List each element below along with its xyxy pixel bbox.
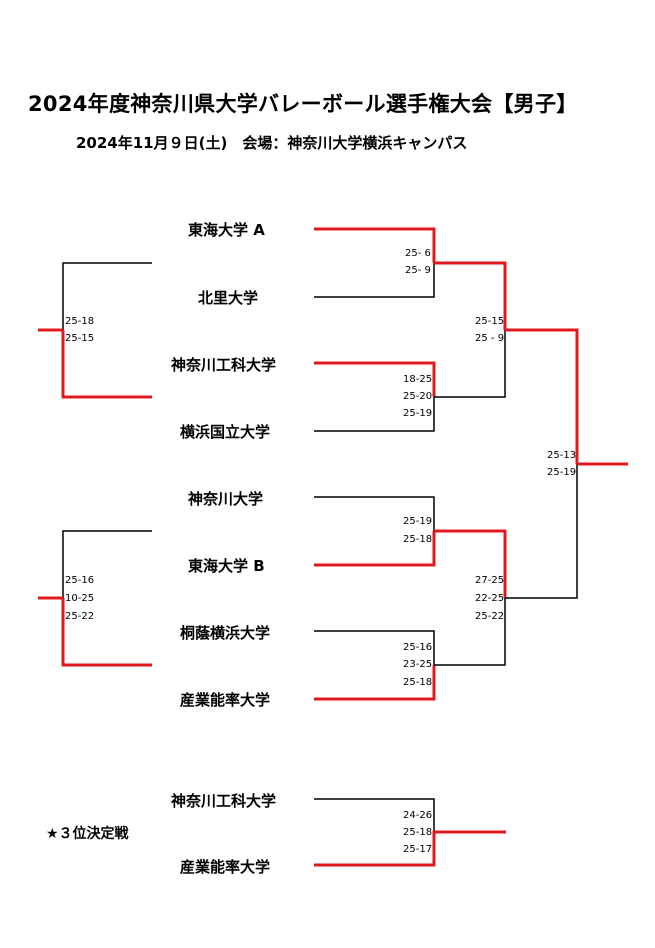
line-playin-a-top	[62, 262, 152, 330]
score-sf2-set2: 22-25	[475, 593, 505, 604]
score-qf2-set3: 25-19	[403, 408, 433, 419]
third-place-label: ★３位決定戦	[46, 826, 129, 842]
team-third-sangyo-noritsu: 産業能率大学	[180, 858, 271, 876]
score-playin-b-set1: 25-16	[65, 575, 95, 586]
team-kanagawa-koka: 神奈川工科大学	[171, 356, 277, 374]
line-sf2-winner	[434, 529, 507, 598]
line-sf1-winner	[434, 261, 507, 330]
score-sf2-set1: 27-25	[475, 575, 505, 586]
score-qf2-set1: 18-25	[403, 374, 433, 385]
line-playin-b-bottom	[61, 598, 152, 667]
score-playin-b-set3: 25-22	[65, 611, 95, 622]
score-qf1-set1: 25- 6	[405, 248, 431, 259]
score-final-set1: 25-13	[547, 450, 577, 461]
score-qf4-set2: 23-25	[403, 659, 433, 670]
line-qf2-loser	[314, 397, 435, 432]
team-third-kanagawa-koka: 神奈川工科大学	[171, 792, 277, 810]
line-qf1-loser	[314, 263, 435, 298]
line-third-winner	[314, 830, 506, 867]
line-playin-a-bottom	[61, 330, 152, 399]
page-subtitle: 2024年11月９日(土) 会場：神奈川大学横浜キャンパス	[76, 134, 468, 152]
line-final-winner	[505, 328, 579, 464]
score-qf4-set3: 25-18	[403, 677, 433, 688]
line-qf3-loser	[314, 496, 435, 531]
score-third-set1: 24-26	[403, 810, 433, 821]
line-qf4-winner	[314, 665, 436, 701]
page-title: 2024年度神奈川県大学バレーボール選手権大会【男子】	[28, 92, 578, 116]
team-sangyo-noritsu: 産業能率大学	[180, 691, 271, 709]
line-sf2-loser	[434, 598, 506, 666]
score-third-set3: 25-17	[403, 844, 433, 855]
team-tokai-b: 東海大学 B	[188, 557, 265, 575]
team-yokohama-kokuritsu: 横浜国立大学	[180, 423, 271, 441]
score-qf4-set1: 25-16	[403, 642, 433, 653]
score-playin-b-set2: 10-25	[65, 593, 95, 604]
team-toin-yokohama: 桐蔭横浜大学	[180, 624, 271, 642]
line-qf1-winner	[314, 227, 436, 263]
line-sf1-loser	[434, 330, 506, 398]
score-qf1-set2: 25- 9	[405, 265, 431, 276]
score-sf2-set3: 25-22	[475, 611, 505, 622]
score-playin-a-set1: 25-18	[65, 316, 95, 327]
score-qf2-set2: 25-20	[403, 391, 433, 402]
score-qf3-set2: 25-18	[403, 534, 433, 545]
line-qf2-winner	[314, 361, 436, 397]
score-qf3-set1: 25-19	[403, 516, 433, 527]
score-third-set2: 25-18	[403, 827, 433, 838]
score-final-set2: 25-19	[547, 467, 577, 478]
line-third-loser	[314, 798, 435, 832]
line-final-loser	[505, 464, 578, 599]
team-tokai-a: 東海大学 A	[188, 221, 265, 239]
team-kitasato: 北里大学	[198, 289, 259, 307]
line-playin-b-top	[62, 530, 152, 598]
score-playin-a-set2: 25-15	[65, 333, 95, 344]
score-sf1-set1: 25-15	[475, 316, 505, 327]
score-sf1-set2: 25 - 9	[475, 333, 505, 344]
team-kanagawa: 神奈川大学	[188, 490, 264, 508]
line-qf3-winner	[314, 531, 436, 567]
line-qf4-loser	[314, 630, 435, 665]
